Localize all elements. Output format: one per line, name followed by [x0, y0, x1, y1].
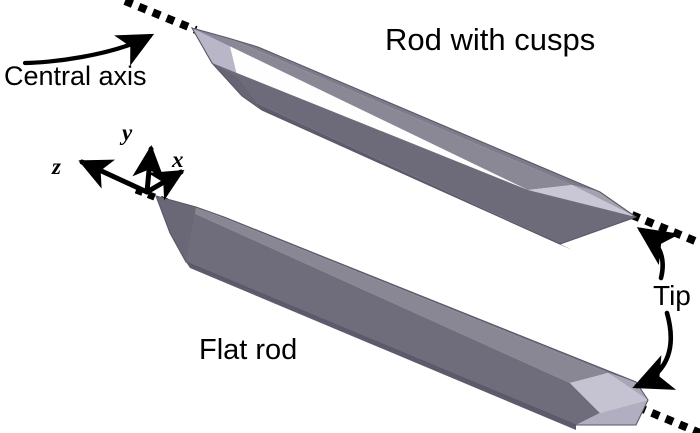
- axis-x-label: x: [172, 147, 184, 172]
- rod-with-cusps-outline: [190, 27, 638, 245]
- rod-with-cusps-right-cusp-mid: [572, 185, 636, 217]
- rod-with-cusps-upper-band: [228, 38, 600, 192]
- axis-z-arrow: [78, 159, 150, 195]
- flat-rod-left-nose-facet: [156, 196, 196, 262]
- flat-rod-end-upper-facet: [608, 373, 648, 400]
- axis-z-label: z: [52, 154, 61, 179]
- curved-arrow-icon-tip-lower: [632, 310, 677, 390]
- rod-with-cusps-side-face: [212, 63, 636, 244]
- tip-label: Tip: [653, 280, 691, 311]
- rod-with-cusps-right-cusp-light: [528, 185, 636, 217]
- flat-rod-end-face: [570, 373, 648, 413]
- flat-rod-outline: [155, 195, 649, 426]
- axis-triad-icon: [78, 145, 185, 201]
- flat-rod-top-face: [156, 196, 608, 383]
- rod-with-cusps-bottom-sliver: [242, 96, 572, 250]
- dotted-line-icon-lower-right: [636, 403, 700, 433]
- curved-arrow-icon-central-axis: [22, 33, 155, 66]
- axis-y-arrow: [132, 145, 165, 195]
- flat-rod-end-lower-facet: [576, 400, 648, 425]
- flat-rod-bottom-sliver: [186, 262, 576, 430]
- rod-with-cusps-body: [190, 27, 638, 250]
- flat-rod-side-face: [156, 196, 600, 425]
- dotted-line-icon-upper-left: [123, 0, 198, 34]
- curved-arrow-icon-tip-upper: [636, 227, 681, 281]
- axis-x-arrow: [144, 169, 185, 201]
- rod-with-cusps-left-underside: [212, 63, 262, 110]
- flat-rod-title: Flat rod: [199, 334, 298, 366]
- axis-y-label: y: [122, 120, 133, 145]
- central-axis-label: Central axis: [4, 61, 147, 91]
- rod-with-cusps-title: Rod with cusps: [385, 22, 596, 57]
- rod-with-cusps-top-face: [192, 28, 572, 190]
- flat-rod-body: [155, 195, 649, 430]
